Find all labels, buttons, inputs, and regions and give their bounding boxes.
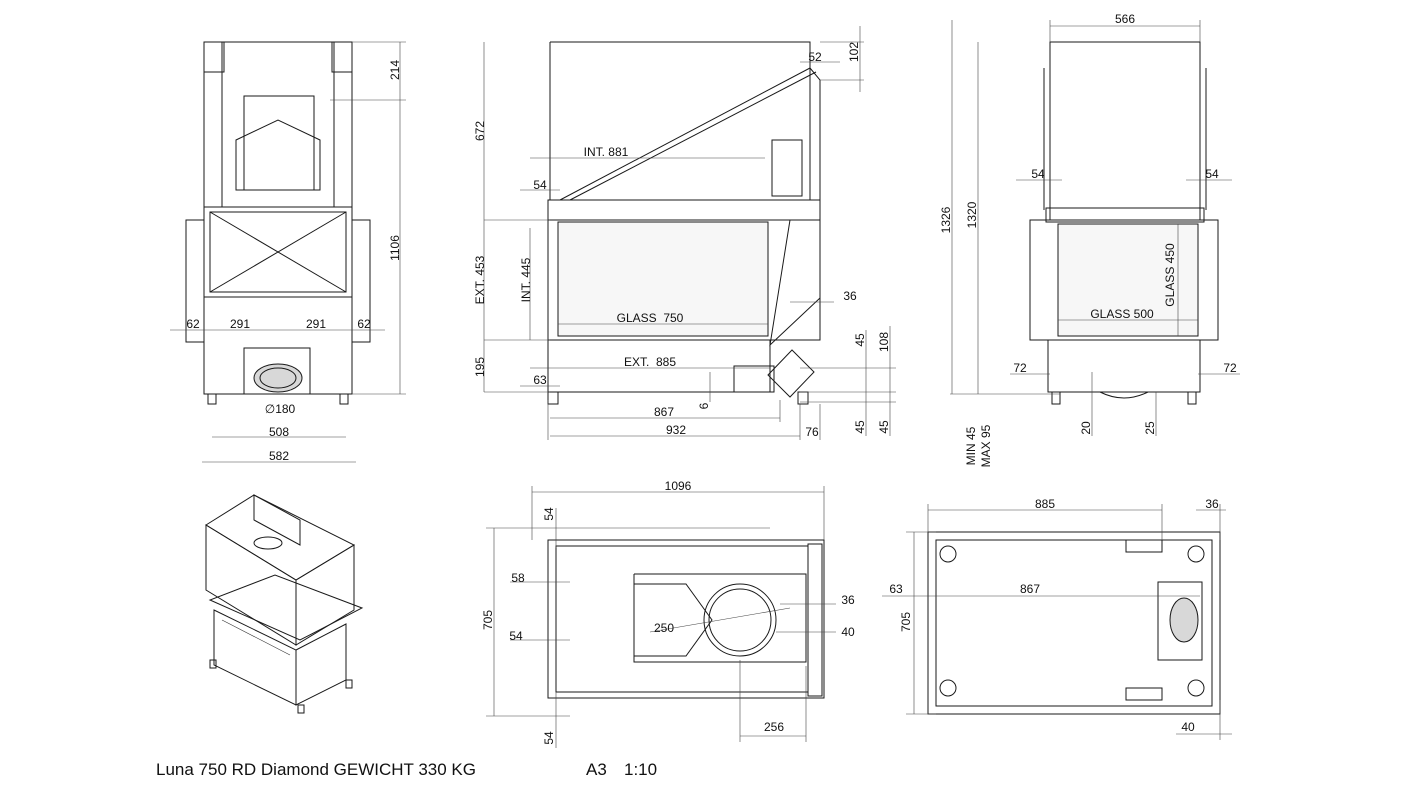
dim-front-side-left: 62 [186,317,200,331]
dim-side-gap-6: 6 [697,402,711,409]
dim-right-leg-20: 20 [1079,421,1093,435]
product-title: Luna 750 RD Diamond GEWICHT 330 KG [156,760,476,779]
dim-front-half-right: 291 [306,317,326,331]
dim-top-right-40: 40 [841,625,855,639]
dim-bottom-depth-705: 705 [899,612,913,632]
dim-right-top-width: 566 [1115,12,1135,26]
dim-right-leg-min: MIN 45 [964,426,978,465]
dim-top-left-54: 54 [509,629,523,643]
dim-top-left-58: 58 [511,571,525,585]
dim-side-h-45c: 45 [877,420,891,434]
dim-side-glass-750: GLASS 750 [617,311,684,325]
dim-top-depth-705: 705 [481,610,495,630]
dim-right-foot-72-right: 72 [1223,361,1237,375]
dim-front-outer-width: 582 [269,449,289,463]
dim-side-int-depth: INT. 881 [584,145,629,159]
dim-right-h-1326: 1326 [939,206,953,233]
dim-side-h-45a: 45 [853,333,867,347]
dim-bottom-edge-36: 36 [1205,497,1219,511]
front-view: 214 1106 62 291 291 62 ∅180 508 582 [170,41,406,463]
dim-side-depth-932: 932 [666,423,686,437]
right-view: 566 1326 1320 54 54 GLASS 450 GLASS 500 … [939,12,1240,467]
drawing-scale: 1:10 [624,760,658,779]
dim-side-h-108: 108 [877,332,891,352]
dim-top-width-1096: 1096 [665,479,692,493]
dim-side-ext-885: EXT. 885 [624,355,676,369]
top-view: 1096 705 54 58 54 54 250 36 40 256 [481,479,855,748]
dim-side-offset-36: 36 [843,289,857,303]
dim-side-foot-63: 63 [533,373,547,387]
dim-bottom-edge-40: 40 [1181,720,1195,734]
dim-right-glass-500: GLASS 500 [1090,307,1154,321]
dim-front-inner-width: 508 [269,425,289,439]
dim-front-duct: ∅180 [265,402,296,416]
side-view: 672 INT. 881 54 52 102 EXT. 453 INT. 445… [473,26,896,440]
dim-right-glass-450: GLASS 450 [1163,243,1177,307]
dim-side-h-45b: 45 [853,420,867,434]
dim-right-side-54-left: 54 [1031,167,1045,181]
dim-side-back-76: 76 [805,425,819,439]
dim-side-ext-453: EXT. 453 [473,255,487,304]
dim-right-foot-72-left: 72 [1013,361,1027,375]
dim-side-upper: 672 [473,121,487,141]
dim-top-right-36: 36 [841,593,855,607]
dim-front-top-offset: 214 [388,60,402,80]
dim-bottom-span-867: 867 [1020,582,1040,596]
dim-front-height: 1106 [388,235,402,261]
bottom-view: 885 36 63 867 705 40 [882,497,1232,740]
dim-side-base-195: 195 [473,357,487,377]
dim-top-bottom-256: 256 [764,720,784,734]
dim-side-ledge: 54 [533,178,547,192]
dim-side-depth-867: 867 [654,405,674,419]
dim-side-int-445: INT. 445 [519,257,533,302]
dim-top-bottom-54: 54 [542,731,556,745]
dim-right-leg-max: MAX 95 [979,424,993,467]
dim-right-leg-25: 25 [1143,421,1157,435]
dim-bottom-offset-63: 63 [889,582,903,596]
dim-bottom-width-885: 885 [1035,497,1055,511]
dim-side-flue-52: 52 [808,50,822,64]
dim-side-flue-102: 102 [847,42,861,62]
isometric-view [205,494,364,714]
dim-top-radius-250: 250 [654,621,674,635]
dim-right-side-54-right: 54 [1205,167,1219,181]
sheet-size: A3 [586,760,607,779]
dim-front-half-left: 291 [230,317,250,331]
dim-right-h-1320: 1320 [965,201,979,228]
dim-front-side-right: 62 [357,317,371,331]
dim-top-54: 54 [542,507,556,521]
